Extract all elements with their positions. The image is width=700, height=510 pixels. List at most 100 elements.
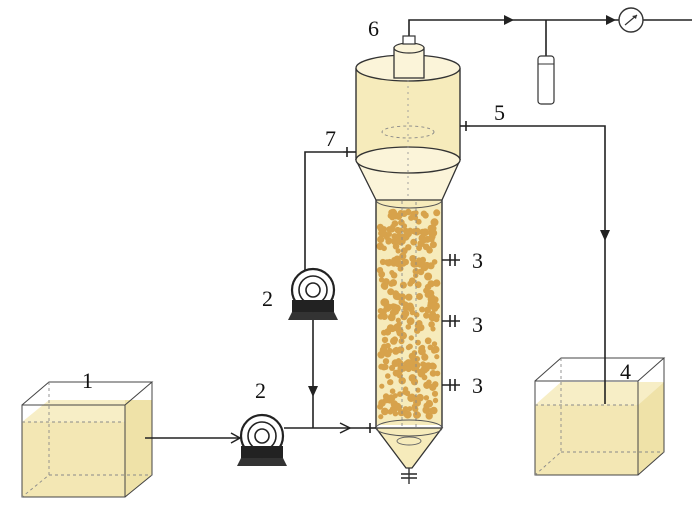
granule <box>376 223 384 231</box>
granule <box>417 262 423 268</box>
granule <box>405 293 413 301</box>
granule <box>394 326 400 332</box>
granule <box>381 283 389 290</box>
granule <box>400 210 408 218</box>
sludge-granules <box>376 208 441 462</box>
recycle-pump-label: 2 <box>262 286 273 311</box>
granule <box>387 313 396 322</box>
granule <box>385 373 391 379</box>
granule <box>389 405 398 414</box>
granule <box>390 337 398 345</box>
granule <box>404 359 413 367</box>
granule <box>395 248 401 254</box>
granule <box>422 406 431 414</box>
granule <box>413 398 421 407</box>
granule <box>385 259 392 267</box>
granule <box>410 378 419 386</box>
granule <box>400 365 407 372</box>
granule <box>389 270 395 276</box>
granule <box>413 367 420 373</box>
effluent-tank-label: 4 <box>620 359 631 384</box>
gas-outlet-label: 6 <box>368 16 379 41</box>
granule <box>398 298 406 306</box>
granule <box>393 309 399 315</box>
granule <box>429 241 437 249</box>
granule <box>415 412 422 418</box>
granule <box>431 390 439 397</box>
sample-port-upper-label: 3 <box>472 248 483 273</box>
granule <box>398 377 406 385</box>
granule <box>419 306 426 313</box>
granule <box>382 278 390 286</box>
granule <box>392 369 400 377</box>
granule <box>422 367 428 374</box>
granule <box>390 238 398 245</box>
feed-pump: 2 <box>237 378 287 466</box>
recycle-flow-arrow <box>308 386 318 397</box>
granule <box>390 400 398 408</box>
granule <box>402 389 408 395</box>
granule <box>433 279 441 287</box>
granule <box>416 293 423 300</box>
granule <box>382 358 390 365</box>
effluent-outlet-label: 5 <box>494 100 505 125</box>
granule <box>388 280 395 287</box>
granule <box>424 306 431 314</box>
granule <box>423 312 430 319</box>
feed-tank: 1 <box>21 368 154 498</box>
sample-port-middle: 3 <box>442 312 483 337</box>
effluent-tank-front <box>534 380 639 476</box>
granule <box>414 281 422 289</box>
gas-bottle <box>537 55 555 105</box>
granule <box>408 335 414 341</box>
granule <box>386 324 395 332</box>
granule <box>399 281 407 289</box>
settler-liquid <box>356 68 460 160</box>
granule <box>413 312 420 318</box>
granule <box>430 302 438 310</box>
granule <box>400 312 408 321</box>
feed-tank-front <box>21 404 126 498</box>
granule <box>381 407 389 416</box>
granule <box>424 283 432 291</box>
granule <box>415 320 423 327</box>
granule <box>415 339 421 346</box>
bottom-cone <box>374 427 444 469</box>
granule <box>407 394 415 403</box>
granule <box>424 337 432 345</box>
granule <box>433 209 441 217</box>
granule <box>429 370 437 377</box>
granule <box>378 414 384 420</box>
granule <box>434 354 440 360</box>
granule <box>390 223 396 230</box>
granule <box>395 317 401 323</box>
granule <box>432 397 439 404</box>
effluent-flow-arrow <box>600 230 610 241</box>
granule <box>387 379 394 386</box>
granule <box>392 347 400 355</box>
granule <box>386 231 393 237</box>
gas-flow-arrow-2 <box>606 15 616 25</box>
granule <box>405 366 412 373</box>
granule <box>421 374 428 381</box>
feed-line <box>145 422 376 444</box>
granule <box>377 308 384 314</box>
gas-line: 6 <box>368 7 692 105</box>
granule <box>416 245 423 251</box>
granule <box>434 370 441 377</box>
granule <box>389 388 396 395</box>
granule <box>426 247 433 254</box>
granule <box>423 212 429 218</box>
settler-cylinder <box>355 24 461 200</box>
granule <box>382 364 389 370</box>
granule <box>381 245 387 252</box>
granule <box>414 327 421 334</box>
recycle-outlet-label: 7 <box>325 126 336 151</box>
effluent-pipe <box>470 125 606 404</box>
granule <box>433 316 440 323</box>
feed-pump-label: 2 <box>255 378 266 403</box>
granule <box>398 338 405 345</box>
granule <box>402 305 409 312</box>
